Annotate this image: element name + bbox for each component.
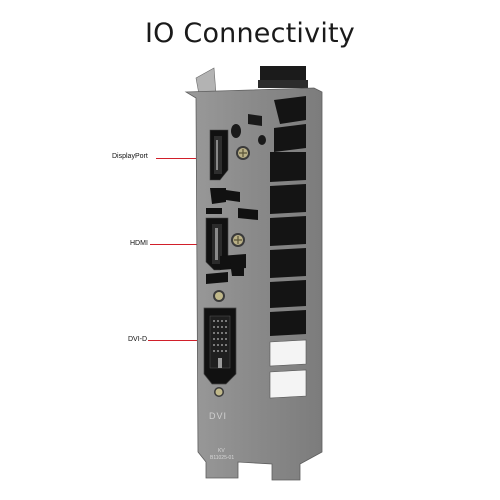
page-title: IO Connectivity [145, 18, 355, 49]
vent-holes-lit [269, 339, 307, 399]
bracket-dvi-marking: DVI [209, 411, 228, 421]
dvi-label: DVI-D [128, 336, 148, 343]
dvi-leader-line [148, 340, 208, 341]
dvi-screw-bottom [214, 387, 224, 397]
bracket-code-line2: B11025-01 [210, 455, 235, 461]
bracket-top-hook [260, 66, 306, 84]
hdmi-leader-line [150, 244, 208, 245]
hdmi-label: HDMI [130, 240, 148, 247]
dvi-screw-top [213, 290, 225, 302]
dvi-d-connector [203, 307, 237, 385]
displayport-screw [236, 146, 250, 160]
hdmi-screw [231, 233, 245, 247]
displayport-connector [209, 129, 229, 181]
bracket-code-line1: KV [218, 448, 225, 454]
displayport-label: DisplayPort [112, 153, 148, 160]
displayport-leader-line [156, 158, 210, 159]
vent-holes [270, 96, 306, 336]
